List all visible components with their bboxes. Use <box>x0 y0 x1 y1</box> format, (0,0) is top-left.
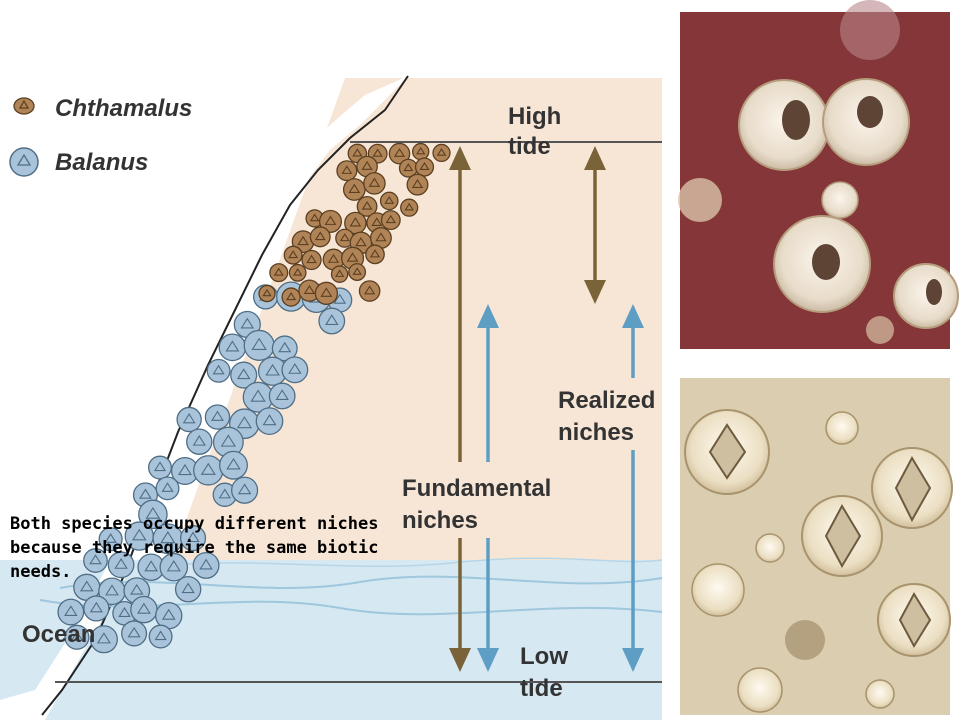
chthamalus-barnacle <box>356 196 378 217</box>
balanus-barnacle <box>83 548 108 573</box>
chthamalus-barnacle <box>269 263 289 283</box>
high-tide-label-line1: High <box>508 103 561 130</box>
sand-background <box>170 78 662 565</box>
balanus-barnacle <box>179 525 207 552</box>
balanus-barnacle <box>281 356 309 384</box>
balanus-barnacle <box>137 553 165 582</box>
balanus-barnacle <box>64 624 90 650</box>
balanus-barnacle <box>83 595 110 622</box>
balanus-barnacle <box>193 455 224 486</box>
balanus-barnacle <box>57 598 85 626</box>
balanus-barnacle <box>212 482 238 507</box>
realized-balanus-arrow <box>622 304 644 672</box>
chthamalus-barnacle <box>309 226 331 248</box>
balanus-photo <box>680 378 953 715</box>
chthamalus-photo <box>678 0 959 349</box>
high-tide-label-line2: tide <box>508 133 551 160</box>
chthamalus-barnacle <box>301 249 322 271</box>
wave-line <box>59 575 663 589</box>
balanus-barnacle <box>174 576 202 603</box>
fundamental-balanus-arrow <box>477 304 499 672</box>
realized-niches-label-line1: Realized <box>558 387 655 414</box>
chthamalus-barnacle <box>363 172 386 195</box>
caption-text: Both species occupy different niches bec… <box>10 514 379 582</box>
legend-chthamalus-icon <box>13 97 35 115</box>
chthamalus-barnacle <box>412 142 430 161</box>
balanus-barnacle <box>271 335 298 362</box>
chthamalus-barnacle <box>318 209 343 233</box>
ocean-label: Ocean <box>22 621 95 648</box>
balanus-barnacle <box>159 552 189 582</box>
balanus-barnacle <box>170 456 199 485</box>
chthamalus-barnacle <box>406 173 429 196</box>
balanus-barnacle <box>186 428 213 455</box>
balanus-barnacle <box>121 620 148 647</box>
balanus-barnacle <box>89 625 118 654</box>
chthamalus-cluster <box>258 142 451 307</box>
chthamalus-barnacle <box>281 287 301 307</box>
chthamalus-barnacle <box>336 160 358 182</box>
chthamalus-barnacle <box>288 263 307 282</box>
balanus-barnacle <box>204 404 231 430</box>
chthamalus-barnacle <box>432 143 451 163</box>
legend-chthamalus-label: Chthamalus <box>55 95 192 122</box>
fundamental-chthamalus-arrow <box>449 146 471 672</box>
chthamalus-barnacle <box>380 210 401 231</box>
balanus-barnacle <box>255 407 284 435</box>
low-tide-label-line1: Low <box>520 643 568 670</box>
balanus-barnacle <box>155 601 183 630</box>
low-tide-label-line2: tide <box>520 675 563 702</box>
chthamalus-barnacle <box>314 281 339 305</box>
balanus-barnacle <box>147 455 172 480</box>
legend-balanus-label: Balanus <box>55 149 148 176</box>
balanus-barnacle <box>138 499 168 530</box>
chthamalus-barnacle <box>283 245 303 265</box>
chthamalus-barnacle <box>379 191 399 211</box>
chthamalus-barnacle <box>342 178 366 201</box>
legend-balanus-icon <box>9 147 39 177</box>
fundamental-niches-label-line1: Fundamental <box>402 475 551 502</box>
balanus-barnacle <box>243 329 275 361</box>
balanus-barnacle <box>218 333 247 362</box>
balanus-barnacle <box>192 551 220 579</box>
balanus-barnacle <box>206 358 231 383</box>
balanus-barnacle <box>230 361 258 389</box>
chthamalus-barnacle <box>388 142 411 165</box>
balanus-barnacle <box>176 406 202 433</box>
balanus-barnacle <box>155 476 180 501</box>
chthamalus-barnacle <box>365 244 385 265</box>
balanus-barnacle <box>268 382 296 410</box>
chthamalus-barnacle <box>330 265 349 283</box>
fundamental-niches-label-line2: niches <box>402 507 478 534</box>
chthamalus-barnacle <box>369 227 392 249</box>
balanus-barnacle <box>130 595 158 624</box>
balanus-barnacle <box>107 551 135 579</box>
balanus-barnacle <box>152 523 184 555</box>
realized-niches-label-line2: niches <box>558 419 634 446</box>
wave-line <box>159 557 663 568</box>
chthamalus-barnacle <box>398 158 418 178</box>
chthamalus-barnacle <box>414 157 435 177</box>
chthamalus-barnacle <box>400 198 419 217</box>
chthamalus-barnacle <box>358 280 381 302</box>
balanus-barnacle <box>219 450 248 480</box>
balanus-barnacle <box>148 624 173 649</box>
balanus-barnacle <box>98 527 123 552</box>
balanus-barnacle <box>318 307 346 335</box>
chthamalus-barnacle <box>348 263 367 281</box>
realized-chthamalus-arrow <box>584 146 606 304</box>
balanus-cluster <box>57 281 353 654</box>
chthamalus-barnacle <box>258 284 276 303</box>
balanus-barnacle <box>230 476 259 504</box>
